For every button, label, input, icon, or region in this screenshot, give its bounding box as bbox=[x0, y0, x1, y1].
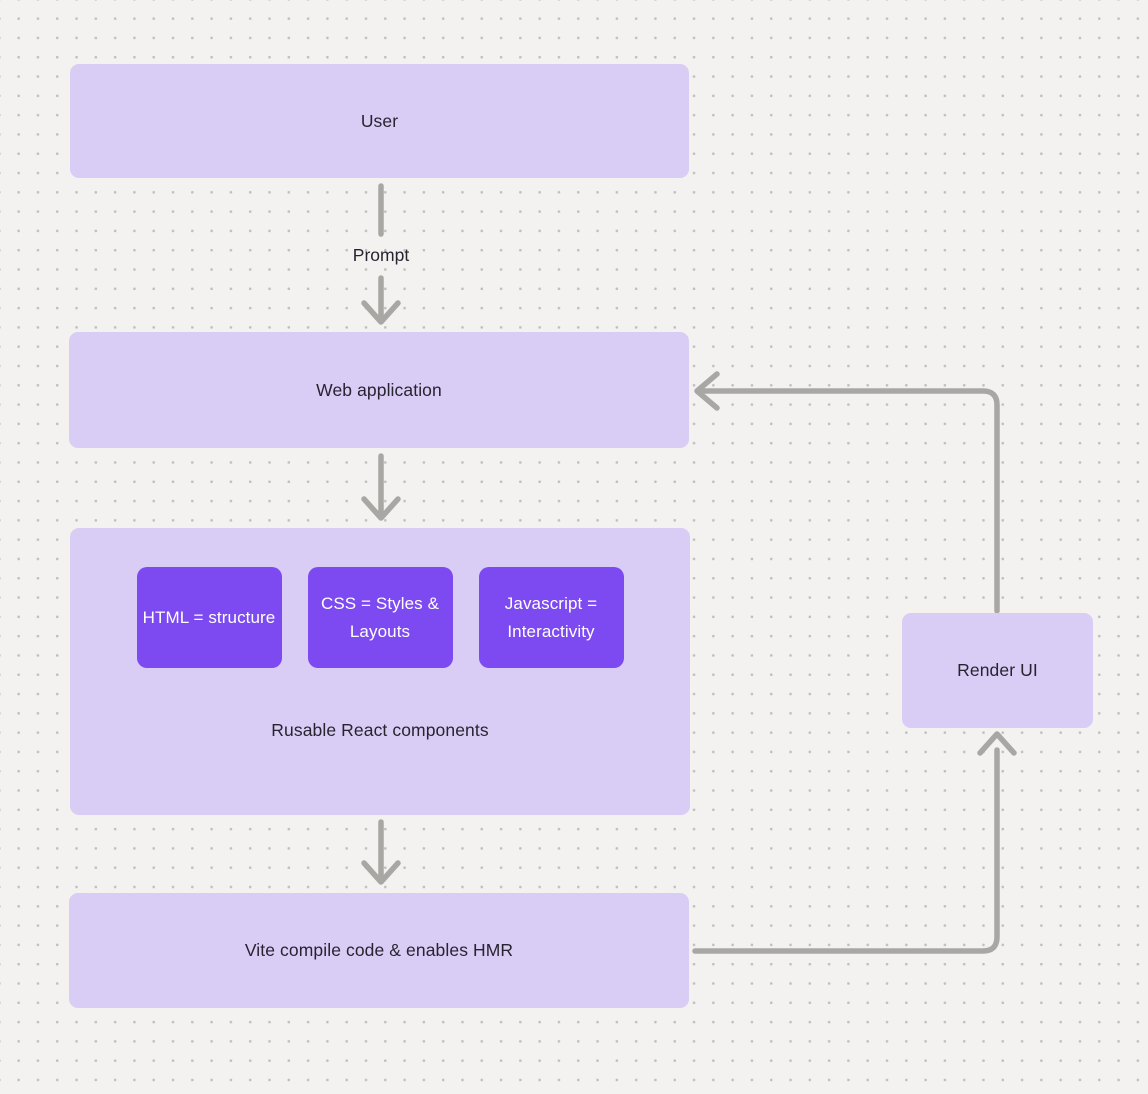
chip-html: HTML = structure bbox=[136, 567, 282, 668]
node-user-label: User bbox=[360, 110, 399, 131]
edge-user-webapp-arrowhead bbox=[361, 300, 401, 325]
chip-javascript-label: Javascript = Interactivity bbox=[504, 593, 598, 641]
node-web-application-label: Web application bbox=[316, 379, 442, 400]
edge-vite-render-line bbox=[692, 747, 1000, 954]
chip-css-label: CSS = Styles & Layouts bbox=[320, 593, 440, 641]
node-web-application: Web application bbox=[69, 332, 689, 448]
node-user: User bbox=[70, 64, 689, 178]
node-render-ui: Render UI bbox=[902, 613, 1093, 728]
edge-group-vite-arrowhead bbox=[361, 860, 401, 885]
edge-webapp-group-arrowhead bbox=[361, 496, 401, 521]
chip-html-label: HTML = structure bbox=[142, 607, 276, 627]
edge-vite-render-arrowhead bbox=[977, 731, 1017, 756]
node-vite: Vite compile code & enables HMR bbox=[69, 893, 689, 1008]
edge-render-webapp-line bbox=[700, 388, 1000, 614]
edge-render-webapp-arrowhead bbox=[694, 371, 720, 411]
node-components-group: HTML = structure CSS = Styles & Layouts … bbox=[70, 528, 690, 815]
edge-label-prompt: Prompt bbox=[352, 245, 410, 265]
components-row: HTML = structure CSS = Styles & Layouts … bbox=[136, 567, 624, 668]
components-group-caption: Rusable React components bbox=[271, 720, 489, 740]
node-vite-label: Vite compile code & enables HMR bbox=[244, 940, 514, 960]
chip-css: CSS = Styles & Layouts bbox=[307, 567, 453, 668]
node-render-ui-label: Render UI bbox=[957, 660, 1038, 680]
chip-javascript: Javascript = Interactivity bbox=[478, 567, 624, 668]
